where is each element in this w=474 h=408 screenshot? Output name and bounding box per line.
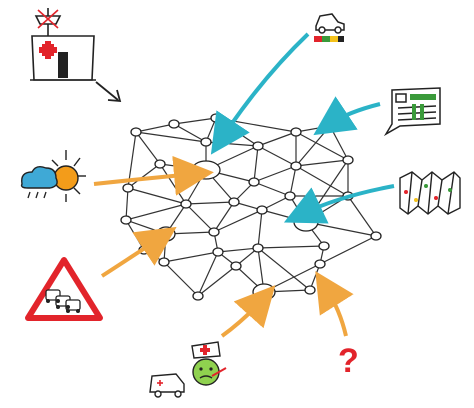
network-edge	[257, 131, 297, 147]
network-edge	[127, 187, 187, 205]
network-edge	[213, 209, 263, 233]
network-edge	[295, 165, 349, 197]
network-node	[130, 127, 142, 137]
network-node	[304, 285, 316, 295]
network-node	[158, 257, 170, 267]
network-edge	[173, 117, 217, 125]
network-edge	[257, 245, 325, 249]
network-edge	[173, 123, 207, 143]
network-edge	[257, 247, 311, 291]
arrow-traffic-to-network	[100, 226, 177, 278]
car-with-status-bar-icon	[314, 13, 345, 42]
network-edge	[205, 141, 259, 147]
network-node	[252, 243, 264, 253]
network-node	[208, 227, 220, 237]
network-node	[122, 183, 134, 193]
network-node	[192, 291, 204, 301]
network-edge	[295, 159, 349, 167]
traffic-jam-warning-sign-icon	[25, 257, 103, 321]
network-node	[200, 137, 212, 147]
arrow-nurse-to-network	[220, 285, 276, 338]
network-node	[180, 199, 192, 209]
arrow-car-to-network	[210, 32, 310, 155]
network-node	[168, 119, 180, 129]
network-edge	[319, 235, 377, 265]
network-edge	[125, 203, 187, 221]
network-edge	[135, 131, 161, 165]
network-edge	[135, 123, 175, 133]
arrow-weather-to-network	[93, 155, 214, 196]
network-edge	[185, 203, 215, 233]
network-edge	[185, 201, 235, 205]
arrow-question-to-network	[315, 271, 354, 337]
network-edge	[295, 131, 349, 161]
weather-sun-cloud-rain-icon	[20, 150, 86, 202]
network-node	[248, 177, 260, 187]
question-mark-icon: ?	[338, 342, 359, 380]
network-edge	[163, 261, 199, 297]
network-node	[212, 247, 224, 257]
network-node	[290, 127, 302, 137]
network-edge	[125, 187, 129, 221]
network-node	[318, 241, 330, 251]
network-node	[314, 259, 326, 269]
network-node	[230, 261, 242, 271]
network-edge	[125, 219, 145, 251]
network-edge	[163, 251, 219, 263]
network-edge	[257, 145, 297, 167]
network-edge	[257, 209, 263, 249]
network-node	[290, 161, 302, 171]
network-edge	[217, 247, 259, 253]
network-edge	[213, 201, 235, 233]
arrow-chart-to-network	[313, 96, 381, 136]
network-node	[154, 159, 166, 169]
nurse-ambulance-sick-face-icon	[149, 341, 227, 398]
network-node	[342, 155, 354, 165]
network-node	[191, 160, 221, 180]
network-edges	[125, 117, 377, 297]
network-edge	[127, 163, 161, 189]
network-node	[252, 283, 276, 301]
network-edge	[253, 145, 259, 183]
network-edge	[253, 181, 291, 197]
network-node	[210, 113, 222, 123]
network-edge	[305, 159, 349, 223]
arrow-map-to-network	[283, 184, 395, 224]
network-node	[252, 141, 264, 151]
hospital-arrow	[95, 81, 122, 103]
network-edge	[197, 265, 237, 297]
network-node	[284, 191, 296, 201]
network-edge	[253, 165, 297, 183]
chart-dashboard-icon	[383, 87, 441, 137]
network-edge	[197, 251, 219, 297]
network-node	[293, 212, 319, 232]
network-edge	[135, 131, 207, 143]
network-edge	[347, 195, 377, 237]
hospital-icon	[30, 8, 96, 81]
network-node	[228, 197, 240, 207]
folded-map-icon	[399, 171, 461, 215]
network-node	[256, 205, 268, 215]
network-node	[120, 215, 132, 225]
network-node	[370, 231, 382, 241]
